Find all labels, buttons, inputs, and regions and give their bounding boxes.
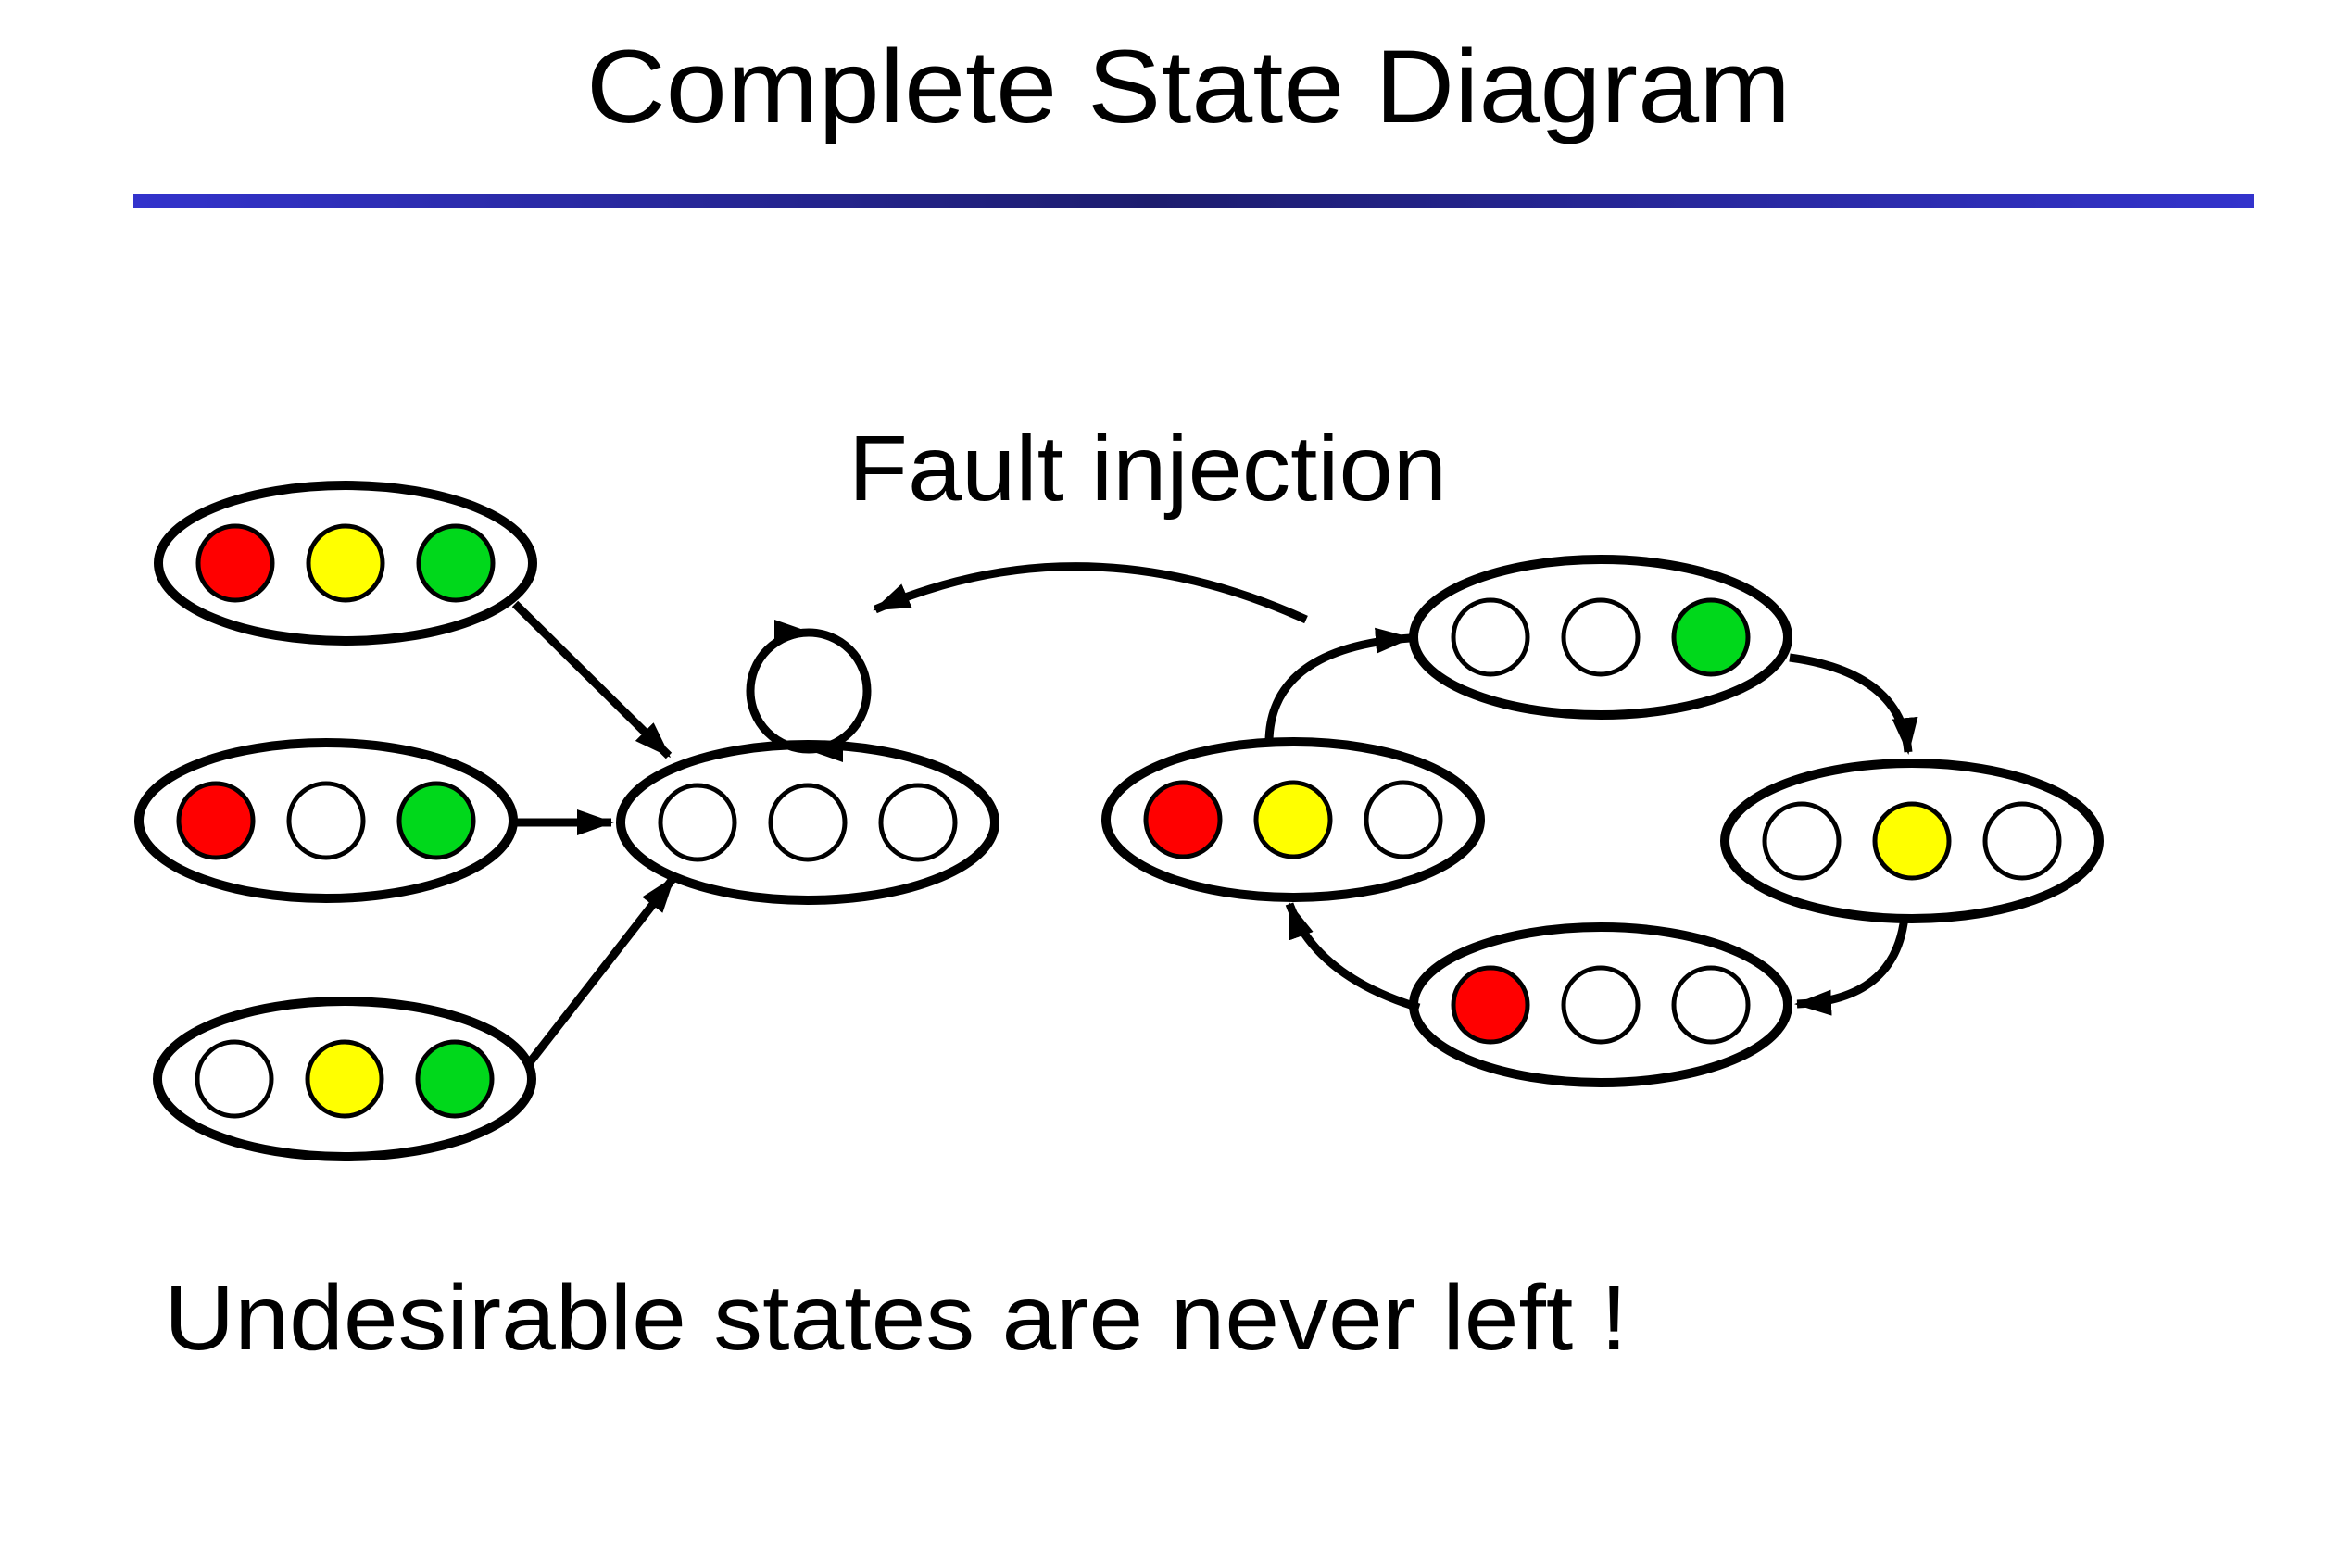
light-yellow: [306, 523, 385, 603]
state-all-off: [616, 740, 999, 905]
all-off-self-loop-right: [806, 628, 872, 762]
light-green: [396, 781, 476, 860]
light-yellow: [1253, 780, 1333, 859]
light-green: [415, 1039, 495, 1119]
state-red-off-green: [134, 738, 518, 903]
state-off-yellow-off: [1720, 759, 2104, 923]
light-off: [286, 781, 366, 860]
all-off-self-loop-left: [746, 620, 811, 754]
state-off-off-green: [1409, 555, 1792, 720]
caption-text: Undesirable states are never left !: [164, 1266, 1628, 1370]
light-off: [195, 1039, 274, 1119]
light-off: [1561, 965, 1641, 1045]
light-off: [1671, 965, 1751, 1045]
light-off: [1451, 597, 1530, 677]
light-red: [176, 781, 256, 860]
light-green: [416, 523, 496, 603]
light-off: [1364, 780, 1443, 859]
state-red-yellow-off: [1101, 737, 1485, 902]
light-off: [1982, 801, 2062, 881]
light-green: [1671, 597, 1751, 677]
light-red: [1143, 780, 1223, 859]
light-red: [1451, 965, 1530, 1045]
light-off: [1762, 801, 1842, 881]
red-off-off-to-red-yellow-off: [1285, 901, 1421, 1012]
state-off-yellow-green: [153, 997, 536, 1161]
red-yellow-off-to-off-off-green: [1264, 627, 1413, 742]
state-red-off-off: [1409, 922, 1792, 1087]
fault-injection-arrow: [873, 562, 1308, 624]
off-off-green-to-off-yellow-off: [1789, 653, 1918, 755]
light-off: [768, 783, 848, 862]
light-red: [195, 523, 275, 603]
light-yellow: [1872, 801, 1952, 881]
states-layer: [134, 481, 2104, 1161]
state-red-yellow-green: [154, 481, 537, 646]
transitions-layer: [511, 562, 1918, 1065]
title-underline-rule: [133, 194, 2254, 208]
fault-injection-label: Fault injection: [849, 417, 1447, 521]
red-yellow-green-to-all-off: [511, 600, 673, 759]
slide-title: Complete State Diagram: [586, 29, 1791, 144]
off-yellow-off-to-red-off-off: [1794, 916, 1909, 1016]
light-off: [1561, 597, 1641, 677]
light-yellow: [305, 1039, 384, 1119]
off-yellow-green-to-all-off: [526, 875, 677, 1065]
light-off: [878, 783, 958, 862]
light-off: [658, 783, 737, 862]
